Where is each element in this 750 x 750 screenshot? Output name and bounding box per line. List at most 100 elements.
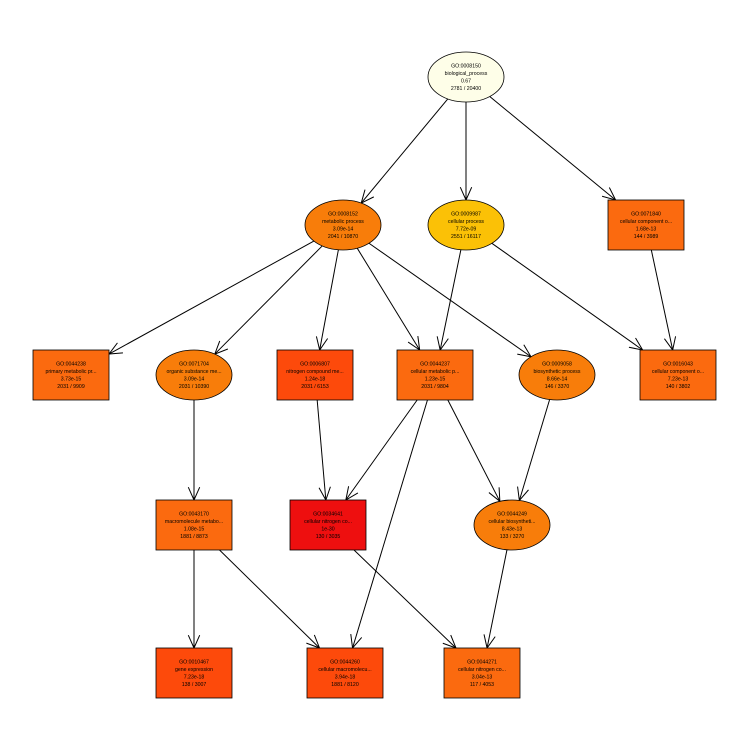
edge-line [360, 98, 449, 204]
node-counts: 2031 / 9804 [421, 384, 449, 390]
node-term-name: cellular nitrogen co... [304, 519, 352, 525]
node-pvalue: 7.72e-09 [456, 227, 477, 233]
node-box [306, 647, 384, 699]
node-counts: 1881 / 8873 [180, 534, 208, 540]
node-go-id: GO:0044249 [497, 511, 527, 517]
node-pvalue: 1e-30 [321, 527, 334, 533]
node-term-name: macromolecule metabo... [165, 519, 223, 525]
node-counts: 133 / 3270 [500, 534, 525, 540]
edge-go-0008152-to-go-0071704 [213, 245, 323, 355]
edge-line [352, 399, 428, 649]
node-ellipse [473, 499, 551, 551]
node-go-id: GO:0043170 [179, 511, 209, 517]
node-counts: 2031 / 10390 [179, 384, 209, 390]
node-term-name: gene expression [175, 667, 213, 673]
node-go-id: GO:0044237 [420, 361, 450, 367]
node-box [155, 499, 233, 551]
node-counts: 146 / 3370 [545, 384, 570, 390]
edge-line [518, 399, 551, 501]
node-counts: 138 / 3007 [182, 682, 207, 688]
node-ellipse [304, 199, 382, 251]
node-go-id: GO:0071704 [179, 361, 209, 367]
node-term-name: cellular process [448, 219, 484, 225]
node-counts: 1881 / 8120 [331, 682, 359, 688]
node-term-name: cellular macromolecu... [318, 667, 371, 673]
node-pvalue: 3.73e-15 [61, 377, 82, 383]
edge-go-0044237-to-go-0034641 [345, 399, 418, 501]
node-go-id: GO:0008150 [451, 63, 481, 69]
node-ellipse [427, 199, 505, 251]
edge-go-0008152-to-go-0006807 [315, 249, 339, 352]
node-go-id: GO:0034641 [313, 511, 343, 517]
node-box [607, 199, 685, 251]
node-term-name: cellular metabolic p... [411, 369, 460, 375]
edge-go-0009058-to-go-0044249 [517, 399, 551, 502]
edge-line [345, 399, 418, 501]
edge-line [319, 249, 339, 351]
node-term-name: biosynthetic process [534, 369, 581, 375]
node-term-name: nitrogen compound me... [286, 369, 343, 375]
edge-go-0008152-to-go-0044238 [107, 240, 315, 355]
node-box [155, 647, 233, 699]
node-pvalue: 1.08e-15 [184, 527, 205, 533]
node-counts: 117 / 4053 [470, 682, 494, 688]
node-pvalue: 8.43e-13 [502, 527, 523, 533]
node-go-id: GO:0044238 [56, 361, 86, 367]
edge-go-0008150-to-go-0008152 [360, 98, 449, 205]
node-go-id: GO:0008152 [328, 211, 358, 217]
node-pvalue: 1.68e-13 [636, 227, 657, 233]
edge-line [650, 249, 674, 351]
node-counts: 2551 / 16117 [451, 234, 481, 240]
edge-line [353, 549, 457, 649]
node-pvalue: 3.94e-18 [335, 675, 356, 681]
edge-go-0008150-to-go-0009987 [459, 102, 473, 202]
node-term-name: biological_process [445, 71, 488, 77]
node-go-0009058: GO:0009058 biosynthetic process 8.66e-1414… [518, 349, 596, 401]
node-go-id: GO:0006807 [300, 361, 330, 367]
node-ellipse [427, 51, 505, 103]
edge-go-0043170-to-go-0010467 [187, 550, 201, 650]
edge-line [356, 247, 421, 351]
node-box [396, 349, 474, 401]
edge-go-0043170-to-go-0044260 [219, 549, 321, 649]
node-pvalue: 8.66e-14 [547, 377, 568, 383]
node-go-0044237: GO:0044237 cellular metabolic p... 1.23e-1… [396, 349, 474, 401]
node-pvalue: 1.23e-15 [425, 377, 446, 383]
node-box [639, 349, 717, 401]
node-go-id: GO:0009058 [542, 361, 572, 367]
node-term-name: cellular nitrogen co... [458, 667, 506, 673]
node-go-id: GO:0010467 [179, 659, 209, 665]
edge-line [486, 549, 508, 649]
node-go-id: GO:0044271 [467, 659, 497, 665]
node-box [276, 349, 354, 401]
node-box [32, 349, 110, 401]
edge-go-0006807-to-go-0034641 [316, 399, 331, 502]
node-box [289, 499, 367, 551]
node-pvalue: 7.23e-18 [184, 675, 205, 681]
node-go-id: GO:0009987 [451, 211, 481, 217]
node-pvalue: 3.09e-14 [184, 377, 205, 383]
edge-line [489, 96, 616, 201]
node-box [443, 647, 521, 699]
node-go-0043170: GO:0043170 macromolecule metabo... 1.08e-1… [155, 499, 233, 551]
node-go-id: GO:0071840 [631, 211, 661, 217]
node-term-name: cellular component o... [620, 219, 672, 225]
edge-line [447, 399, 501, 502]
edge-line [491, 242, 643, 351]
edge-line [219, 549, 320, 649]
edge-go-0071840-to-go-0016043 [650, 249, 677, 352]
node-go-id: GO:0016043 [663, 361, 693, 367]
node-pvalue: 3.09e-14 [333, 227, 354, 233]
